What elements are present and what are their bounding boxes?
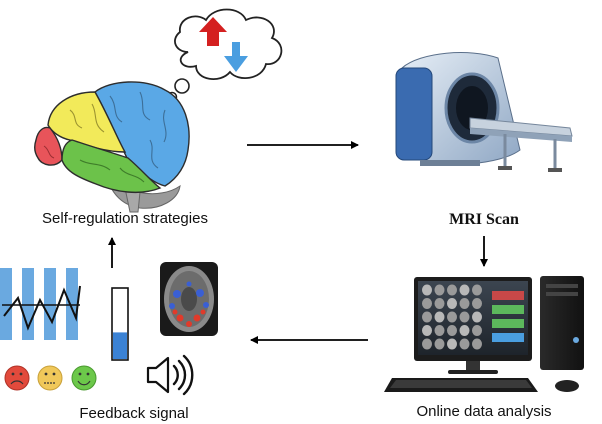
activation-blob xyxy=(193,314,201,322)
activation-blob xyxy=(203,302,209,308)
thought-cloud-icon xyxy=(161,8,283,108)
screen-thumbnail xyxy=(422,298,432,309)
brain-scan-icon xyxy=(160,262,218,336)
screen-thumbnail xyxy=(472,298,482,309)
screen-thumbnail xyxy=(447,311,457,323)
activation-blob xyxy=(186,281,192,287)
screen-thumbnail xyxy=(472,325,482,336)
activation-blob xyxy=(186,321,192,327)
mri-scanner-icon xyxy=(395,52,573,172)
screen-thumbnail xyxy=(434,338,445,350)
screen-thumbnail xyxy=(422,325,432,336)
screen-thumbnail xyxy=(447,338,457,350)
screen-thumbnail xyxy=(472,338,482,350)
speaker-icon xyxy=(146,354,194,396)
screen-panel xyxy=(492,291,524,300)
happy-face-icon xyxy=(71,365,97,391)
activation-blob xyxy=(176,314,184,322)
neutral-face-icon xyxy=(37,365,63,391)
feedback-signal-label: Feedback signal xyxy=(79,405,188,422)
screen-thumbnail xyxy=(447,298,457,309)
activation-blob xyxy=(172,309,178,315)
activation-blob xyxy=(196,289,204,297)
activation-blob xyxy=(200,309,206,315)
brain-icon xyxy=(33,81,190,213)
screen-thumbnail xyxy=(422,311,432,323)
line-graph-icon xyxy=(0,268,82,340)
screen-thumbnail xyxy=(434,284,445,296)
activation-blob xyxy=(169,303,175,309)
screen-thumbnail xyxy=(434,298,445,309)
mri-scan-label: MRI Scan xyxy=(449,211,519,228)
screen-thumbnail xyxy=(434,311,445,323)
sad-face-icon xyxy=(4,365,30,391)
self-regulation-label: Self-regulation strategies xyxy=(42,210,208,227)
screen-thumbnail xyxy=(422,338,432,350)
up-down-arrows-icon xyxy=(199,17,248,72)
screen-thumbnail xyxy=(472,311,482,323)
screen-thumbnail xyxy=(459,298,470,309)
screen-thumbnail xyxy=(434,325,445,336)
screen-panel xyxy=(492,319,524,328)
screen-thumbnail xyxy=(459,338,470,350)
screen-thumbnail xyxy=(459,311,470,323)
screen-thumbnail xyxy=(447,325,457,336)
screen-thumbnail xyxy=(459,284,470,296)
screen-thumbnail xyxy=(422,284,432,296)
smiley-faces-icon xyxy=(4,365,97,391)
online-analysis-label: Online data analysis xyxy=(416,403,551,420)
thermometer-icon xyxy=(111,287,129,361)
screen-panel xyxy=(492,305,524,314)
screen-thumbnail xyxy=(459,325,470,336)
activation-blob xyxy=(173,290,181,298)
screen-thumbnail xyxy=(472,284,482,296)
computer-icon xyxy=(384,276,584,392)
screen-panel xyxy=(492,333,524,342)
screen-thumbnail xyxy=(447,284,457,296)
